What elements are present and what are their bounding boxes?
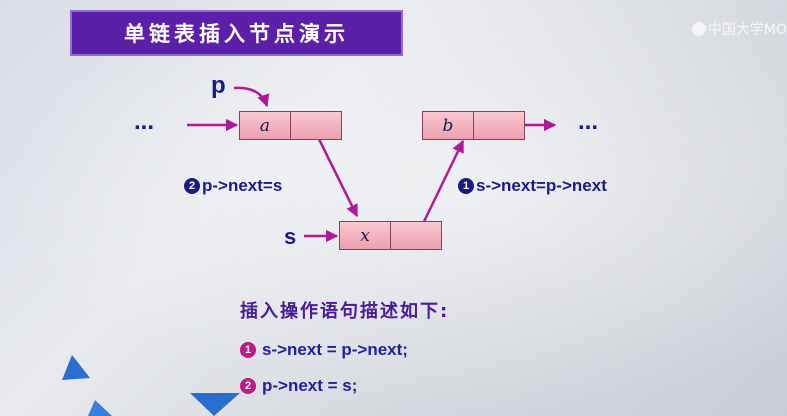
node-b: b — [422, 111, 525, 140]
node-x-data: x — [340, 222, 391, 249]
step-2-text: p->next=s — [202, 176, 283, 195]
step-1-text: s->next=p->next — [476, 176, 607, 195]
code-line-1: 1 s->next = p->next; — [240, 340, 408, 360]
arrow-a-to-x — [310, 124, 359, 218]
label-p: p — [211, 72, 226, 99]
label-s: s — [284, 224, 297, 249]
decor-triangle-bottom-small — [88, 400, 112, 416]
node-x: x — [339, 221, 442, 250]
node-a-data: a — [240, 112, 291, 139]
watermark: 中国大学MO — [688, 18, 787, 40]
node-b-data: b — [423, 112, 474, 139]
code-line-1-text: s->next = p->next; — [262, 340, 408, 359]
step-2-label: 2 p->next=s — [184, 176, 282, 196]
title: 单链表插入节点演示 — [124, 22, 349, 46]
title-banner: 单链表插入节点演示 — [70, 10, 403, 56]
ellipsis-left: ... — [134, 108, 155, 135]
ellipsis-right: ... — [578, 108, 599, 135]
node-b-next — [474, 112, 524, 139]
step-1-label: 1 s->next=p->next — [458, 176, 607, 196]
step-1-badge: 1 — [458, 178, 474, 194]
code-line-2: 2 p->next = s; — [240, 376, 357, 396]
node-x-next — [391, 222, 441, 249]
description: 插入操作语句描述如下: — [240, 301, 450, 322]
watermark-text: 中国大学MO — [707, 22, 787, 38]
node-a-next — [291, 112, 341, 139]
code-line-1-badge: 1 — [240, 342, 256, 358]
arrow-x-to-b — [416, 139, 465, 235]
code-line-2-text: p->next = s; — [262, 376, 358, 395]
mooc-logo-icon — [691, 22, 706, 36]
arrow-p-to-a — [233, 86, 270, 108]
code-line-2-badge: 2 — [240, 378, 256, 394]
step-2-badge: 2 — [184, 178, 200, 194]
decor-triangle-left — [62, 355, 90, 380]
node-a: a — [239, 111, 342, 140]
decor-triangle-bottom — [190, 393, 240, 416]
